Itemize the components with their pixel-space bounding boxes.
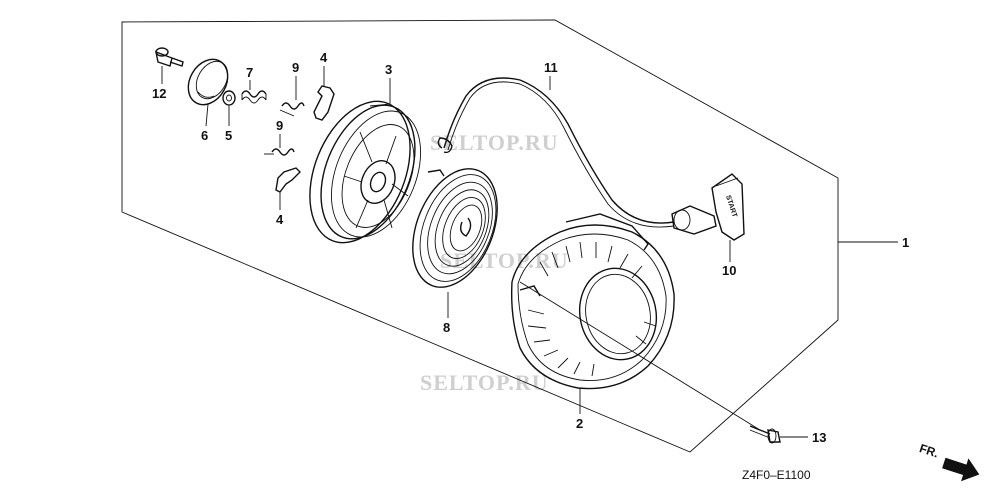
assembly-boundary <box>121 19 839 453</box>
diagram-code: Z4F0–E1100 <box>742 468 811 482</box>
callout-10: 10 <box>722 263 736 278</box>
callout-1: 1 <box>902 235 909 250</box>
watermark-text-2: SELTOP.RU <box>440 248 569 273</box>
callout-4-upper: 4 <box>320 50 328 65</box>
callout-5: 5 <box>225 128 232 143</box>
rope-part <box>437 77 675 228</box>
callout-6: 6 <box>201 128 208 143</box>
arrow-right-icon <box>942 457 980 482</box>
washer-part <box>222 90 236 106</box>
friction-plate-part <box>187 58 229 106</box>
callout-12: 12 <box>152 86 166 101</box>
watermark-text-1: SELTOP.RU <box>430 130 559 155</box>
callout-7: 7 <box>246 65 253 80</box>
grip-part: START <box>671 173 745 241</box>
callout-11: 11 <box>544 60 558 75</box>
ratchet-spring-upper-part <box>279 102 305 117</box>
callout-4-lower: 4 <box>276 212 284 227</box>
callout-8: 8 <box>443 320 450 335</box>
case-part <box>511 213 675 390</box>
return-spring-part <box>412 168 498 288</box>
callout-3: 3 <box>385 62 392 77</box>
friction-spring-part <box>241 90 267 104</box>
ratchet-lower-part <box>275 167 301 193</box>
reel-part <box>309 100 422 244</box>
flange-bolt-part <box>749 425 781 444</box>
front-direction-label: FR. <box>918 441 941 460</box>
leader-lines <box>161 66 898 438</box>
front-direction-indicator: FR. <box>918 441 980 482</box>
watermark-text-3: SELTOP.RU <box>420 370 549 395</box>
setting-bolt-part <box>155 47 184 67</box>
ratchet-spring-lower-part <box>264 148 295 156</box>
callout-2: 2 <box>576 416 583 431</box>
grip-label: START <box>724 194 738 219</box>
ratchet-upper-part <box>313 85 335 121</box>
callout-13: 13 <box>812 430 826 445</box>
callout-9-upper: 9 <box>292 60 299 75</box>
callout-9-lower: 9 <box>276 118 283 133</box>
